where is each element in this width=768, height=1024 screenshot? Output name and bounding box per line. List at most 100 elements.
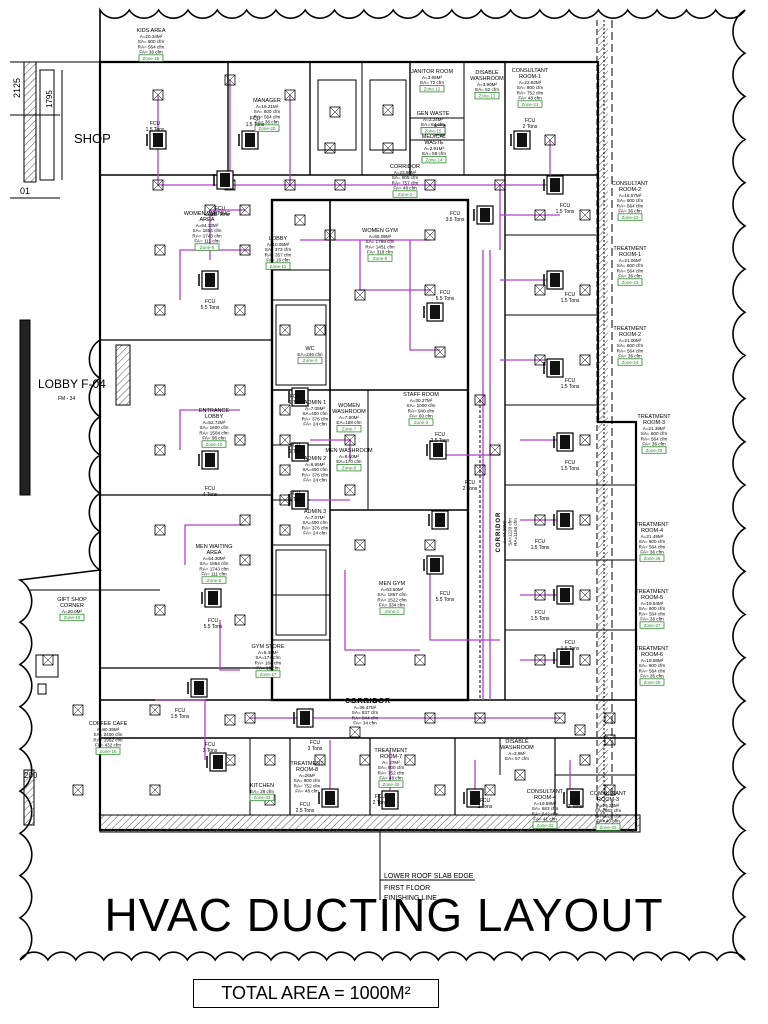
fcu-unit	[318, 788, 339, 808]
room-airflow: A=5.49M²	[258, 650, 279, 655]
room-name: AREA	[200, 217, 215, 223]
zone-tag: Zone-5	[201, 576, 227, 584]
dim-1795: 1795	[45, 90, 54, 108]
room-airflow: RA= 564 cfm	[617, 268, 644, 273]
room-airflow: A=21.00M²	[619, 338, 642, 343]
room-airflow: SA= 1000 cfm	[407, 403, 436, 408]
room-airflow: SA=174 cfm	[255, 655, 280, 660]
zone-tag-text: Zone-18	[143, 56, 160, 61]
room-airflow: FA= 41 cfm	[533, 817, 557, 822]
dim-2125: 2125	[12, 78, 22, 98]
room-airflow: RA= 940 cfm	[408, 408, 435, 413]
fcu-unit	[473, 205, 494, 225]
room-name: CORNER	[60, 603, 84, 609]
room-airflow: SA= 837 cfm	[352, 710, 379, 715]
zone-tag: Zone-26	[639, 554, 665, 562]
room-airflow: A=7.05M²	[305, 406, 326, 411]
room-airflow: RA= 757 cfm	[392, 180, 419, 185]
zone-tag-text: Zone-10	[206, 442, 223, 447]
zone-tag-text: Zone-7	[342, 426, 357, 431]
room-name: WC	[305, 346, 314, 352]
fcu-unit	[563, 788, 584, 808]
zone-tag-text: Zone-21	[522, 102, 539, 107]
room-airflow: A=22.82M²	[519, 80, 542, 85]
room-airflow: SA= 805 cfm	[392, 175, 419, 180]
zone-tag: Zone-6	[194, 243, 220, 251]
vertical-corridor-airflow: SA=1220 cfm	[508, 518, 513, 546]
room-airflow: FA= 36 cfm	[640, 617, 664, 622]
fcu-unit	[201, 588, 222, 608]
room-airflow: A= 27M²	[382, 760, 400, 765]
vertical-corridor-name: CORRIDOR	[496, 512, 502, 553]
fcu-unit	[288, 490, 309, 510]
room-airflow: SA= 663 cfm	[595, 808, 622, 813]
room-airflow: FA= 24 cfm	[303, 531, 327, 536]
room-airflow: SA= 683 cfm	[532, 806, 559, 811]
fcu-unit	[543, 270, 564, 290]
room-airflow: FA= 24 cfm	[303, 422, 327, 427]
room-name: TREATMENT	[613, 326, 647, 332]
room-airflow: RA= 564 cfm	[639, 668, 666, 673]
fcu-tag-label: FCU	[375, 794, 386, 800]
zone-tag: Zone-19	[59, 613, 85, 622]
fcu-tag-label: FCU	[205, 299, 216, 305]
room-airflow: A=36.47M²	[354, 705, 377, 710]
room-name: COFFEE CAFE	[89, 721, 128, 727]
room-airflow: A=26M²	[299, 773, 316, 778]
room-name: TREATMENT	[635, 522, 669, 528]
zone-tag: Zone-11	[265, 262, 291, 270]
dim-01: 01	[20, 186, 30, 196]
room-airflow: RA= 564 cfm	[639, 611, 666, 616]
fcu-tag-label: FCU	[290, 443, 301, 449]
fcu-tag-label: FCU	[290, 491, 301, 497]
fcu-units	[146, 130, 584, 810]
fcu-tag-label: FCU	[250, 116, 261, 122]
room-airflow: FA= 318 cfm	[367, 250, 393, 255]
vertical-corridor-airflow: RA=1150 cfm	[513, 518, 518, 546]
room-airflow: EA= 57 cfm	[505, 756, 529, 761]
room-name: ROOM-7	[380, 754, 402, 760]
room-airflow: A=7.80M²	[339, 415, 360, 420]
room-airflow: RA= 564 cfm	[254, 114, 281, 119]
zone-tag: Zone-16	[95, 747, 121, 755]
zone-tag-text: Zone-5	[207, 578, 222, 583]
room-airflow: SA=400 cfm	[302, 520, 327, 525]
room-airflow: RA= 564 cfm	[138, 44, 165, 49]
zone-tag: Zone-4	[297, 356, 323, 365]
room-airflow: SA= 600 cfm	[617, 263, 644, 268]
room-airflow: FA= 36 cfm	[618, 354, 642, 359]
fcu-tag-capacity: 3 Tons	[308, 746, 323, 752]
room-name: KIDS AREA	[136, 28, 165, 34]
fcu-tag-label: FCU	[205, 742, 216, 748]
room-airflow: EA=246 cfm	[297, 352, 322, 357]
fcu-tag-capacity: 1.5 Tons	[531, 545, 550, 551]
room-name: MANAGER	[253, 98, 281, 104]
zone-tag: Zone-17	[255, 670, 281, 678]
room-airflow: EA=158 cfm	[336, 420, 361, 425]
room-airflow: FA= 60 cfm	[409, 414, 433, 419]
zone-tag: Zone-3	[408, 418, 434, 426]
zone-tag: Zone-31	[532, 821, 558, 829]
room-airflow: RA= 752 cfm	[517, 90, 544, 95]
room-airflow: A=64.33M²	[196, 223, 219, 228]
room-airflow: FA= 48 cfm	[379, 776, 403, 781]
fcu-tag-capacity: 5.5 Tons	[201, 305, 220, 311]
zone-tag: Zone-23	[617, 278, 643, 286]
room-airflow: SA= 600 cfm	[639, 606, 666, 611]
room-airflow: A=64.30M²	[203, 556, 226, 561]
room-airflow: RA= 752 cfm	[378, 770, 405, 775]
fcu-tag-capacity: 1.5 Tons	[561, 384, 580, 390]
room-airflow: FA= 36 cfm	[618, 274, 642, 279]
room-name: WASTE	[424, 140, 444, 146]
fcu-tag-capacity: 2.5 Tons	[431, 438, 450, 444]
room-airflow: SA= 600 cfm	[617, 198, 644, 203]
zone-tag-text: Zone-16	[100, 749, 117, 754]
room-airflow: SA= 600 cfm	[254, 109, 281, 114]
fcu-unit	[553, 648, 574, 668]
room-airflow: FA= 96 cfm	[202, 436, 226, 441]
zone-tag: Zone-7	[336, 424, 362, 433]
